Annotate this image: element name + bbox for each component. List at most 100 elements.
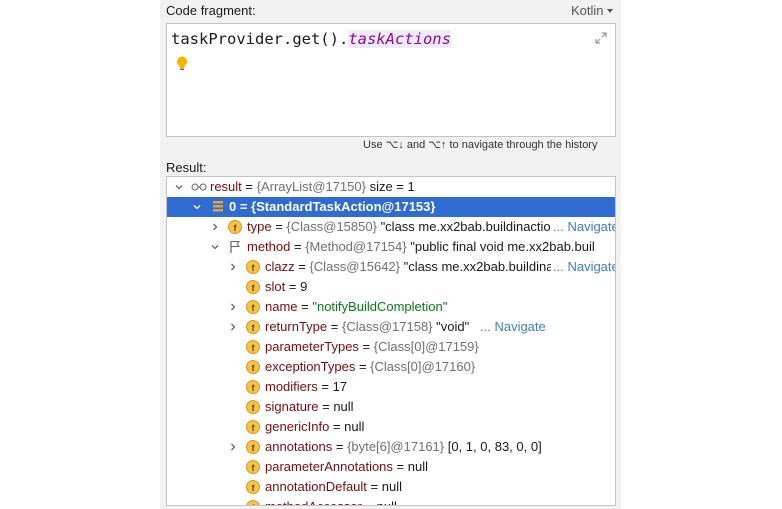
expand-icon[interactable] [595, 32, 607, 44]
field-icon: f [228, 220, 242, 234]
field-icon: f [246, 500, 260, 505]
field-icon: f [246, 480, 260, 494]
row-eq: = [297, 299, 313, 314]
row-eq: = [241, 179, 257, 194]
code-fragment-label: Code fragment: [166, 3, 256, 18]
bulb-icon[interactable] [176, 56, 188, 71]
row-eq: = [285, 279, 301, 294]
row-type: {Method@17154} [305, 239, 407, 254]
code-editor[interactable]: taskProvider.get().taskActions [166, 23, 616, 137]
row-string-value: "notifyBuildCompletion" [312, 299, 448, 314]
row-value: null [407, 459, 428, 474]
tree-row-parametertypes[interactable]: f parameterTypes = {Class[0]@17159} [167, 337, 615, 357]
field-icon: f [246, 360, 260, 374]
row-type: {ArrayList@17150} [256, 179, 366, 194]
tree-row-type[interactable]: f type = {Class@15850} "class me.xx2bab.… [167, 217, 615, 237]
tree-row-parameterannotations[interactable]: f parameterAnnotations = null [167, 457, 615, 477]
row-eq: = [329, 419, 345, 434]
tree-row-slot[interactable]: f slot = 9 [167, 277, 615, 297]
field-icon: f [246, 440, 260, 454]
row-key: genericInfo [265, 419, 330, 434]
row-key: returnType [265, 319, 328, 334]
tree-row-clazz[interactable]: f clazz = {Class@15642} "class me.xx2bab… [167, 257, 615, 277]
field-icon: f [246, 380, 260, 394]
chevron-right-icon[interactable] [229, 323, 237, 331]
chevron-down-icon[interactable] [175, 183, 183, 191]
result-tree[interactable]: result = {ArrayList@17150} size = 1 0 = … [166, 176, 616, 506]
tree-row-exceptiontypes[interactable]: f exceptionTypes = {Class[0]@17160} [167, 357, 615, 377]
row-value: null [333, 399, 354, 414]
tree-row-annotationdefault[interactable]: f annotationDefault = null [167, 477, 615, 497]
row-value: [0, 1, 0, 83, 0, 0] [444, 439, 542, 454]
tree-row-result[interactable]: result = {ArrayList@17150} size = 1 [167, 177, 615, 197]
row-key: clazz [265, 259, 295, 274]
row-key: modifiers [265, 379, 318, 394]
list-icon [213, 201, 223, 212]
tree-row-annotations[interactable]: f annotations = {byte[6]@17161} [0, 1, 0… [167, 437, 615, 457]
row-eq: = [294, 259, 310, 274]
row-value: "void" [432, 319, 470, 334]
row-key: slot [265, 279, 286, 294]
chevron-right-icon[interactable] [229, 443, 237, 451]
navigate-link[interactable]: ... Navigate [551, 257, 615, 277]
row-value: "class me.xx2bab.buildinaction [400, 259, 581, 274]
flag-icon [230, 241, 241, 253]
row-key: parameterTypes [265, 339, 359, 354]
row-key: exceptionTypes [265, 359, 356, 374]
field-icon: f [246, 420, 260, 434]
tree-row-selected[interactable]: 0 = {StandardTaskAction@17153} [167, 197, 615, 217]
row-type: {Class@15850} [286, 219, 377, 234]
row-type: {Class@15642} [309, 259, 400, 274]
row-eq: = [318, 399, 334, 414]
tree-row-name[interactable]: f name = "notifyBuildCompletion" [167, 297, 615, 317]
row-eq: = [290, 239, 306, 254]
tree-row-modifiers[interactable]: f modifiers = 17 [167, 377, 615, 397]
row-eq: = [355, 359, 371, 374]
row-value: 9 [300, 279, 308, 294]
navigate-link[interactable]: ... Navigate [480, 319, 546, 334]
tree-row-methodaccessor[interactable]: f methodAccessor = null [167, 497, 615, 505]
tree-row-genericinfo[interactable]: f genericInfo = null [167, 417, 615, 437]
tree-row-returntype[interactable]: f returnType = {Class@17158} "void" ... … [167, 317, 615, 337]
field-icon: f [246, 400, 260, 414]
chevron-down-icon [606, 9, 613, 13]
row-eq: = [327, 319, 342, 334]
row-value: null [381, 479, 402, 494]
row-key: annotationDefault [265, 479, 367, 494]
row-eq: = [332, 439, 348, 454]
row-eq: = [317, 379, 333, 394]
row-key: annotations [265, 439, 333, 454]
code-prefix: taskProvider.get(). [171, 30, 349, 48]
chevron-right-icon[interactable] [211, 223, 219, 231]
result-label: Result: [166, 160, 207, 175]
field-icon: f [246, 340, 260, 354]
row-key: signature [265, 399, 319, 414]
row-key: result [210, 179, 242, 194]
chevron-down-icon[interactable] [193, 203, 201, 211]
row-key: method [247, 239, 291, 254]
row-eq: = [358, 339, 374, 354]
row-value: "class me.xx2bab.buildinaction [376, 219, 558, 234]
watch-glasses-icon [191, 183, 207, 191]
navigate-link[interactable]: ... Navigate [551, 217, 615, 237]
row-key: type [247, 219, 272, 234]
field-icon: f [246, 280, 260, 294]
row-text: 0 = {StandardTaskAction@17153} [229, 199, 436, 214]
row-key: methodAccessor [265, 499, 362, 505]
chevron-right-icon[interactable] [229, 263, 237, 271]
field-icon: f [246, 260, 260, 274]
field-icon: f [246, 300, 260, 314]
tree-row-method[interactable]: method = {Method@17154} "public final vo… [167, 237, 615, 257]
chevron-right-icon[interactable] [229, 303, 237, 311]
code-text[interactable]: taskProvider.get().taskActions [171, 30, 451, 48]
code-field: taskActions [348, 30, 451, 48]
row-value: null [377, 499, 397, 505]
row-type: {Class@17158} [341, 319, 433, 334]
language-dropdown[interactable]: Kotlin [571, 3, 613, 18]
row-eq: = [362, 499, 377, 505]
history-hint: Use ⌥↓ and ⌥↑ to navigate through the hi… [363, 139, 598, 151]
row-key: name [265, 299, 298, 314]
chevron-down-icon[interactable] [211, 243, 219, 251]
row-value: "public final void me.xx2bab.buil [406, 239, 595, 254]
tree-row-signature[interactable]: f signature = null [167, 397, 615, 417]
